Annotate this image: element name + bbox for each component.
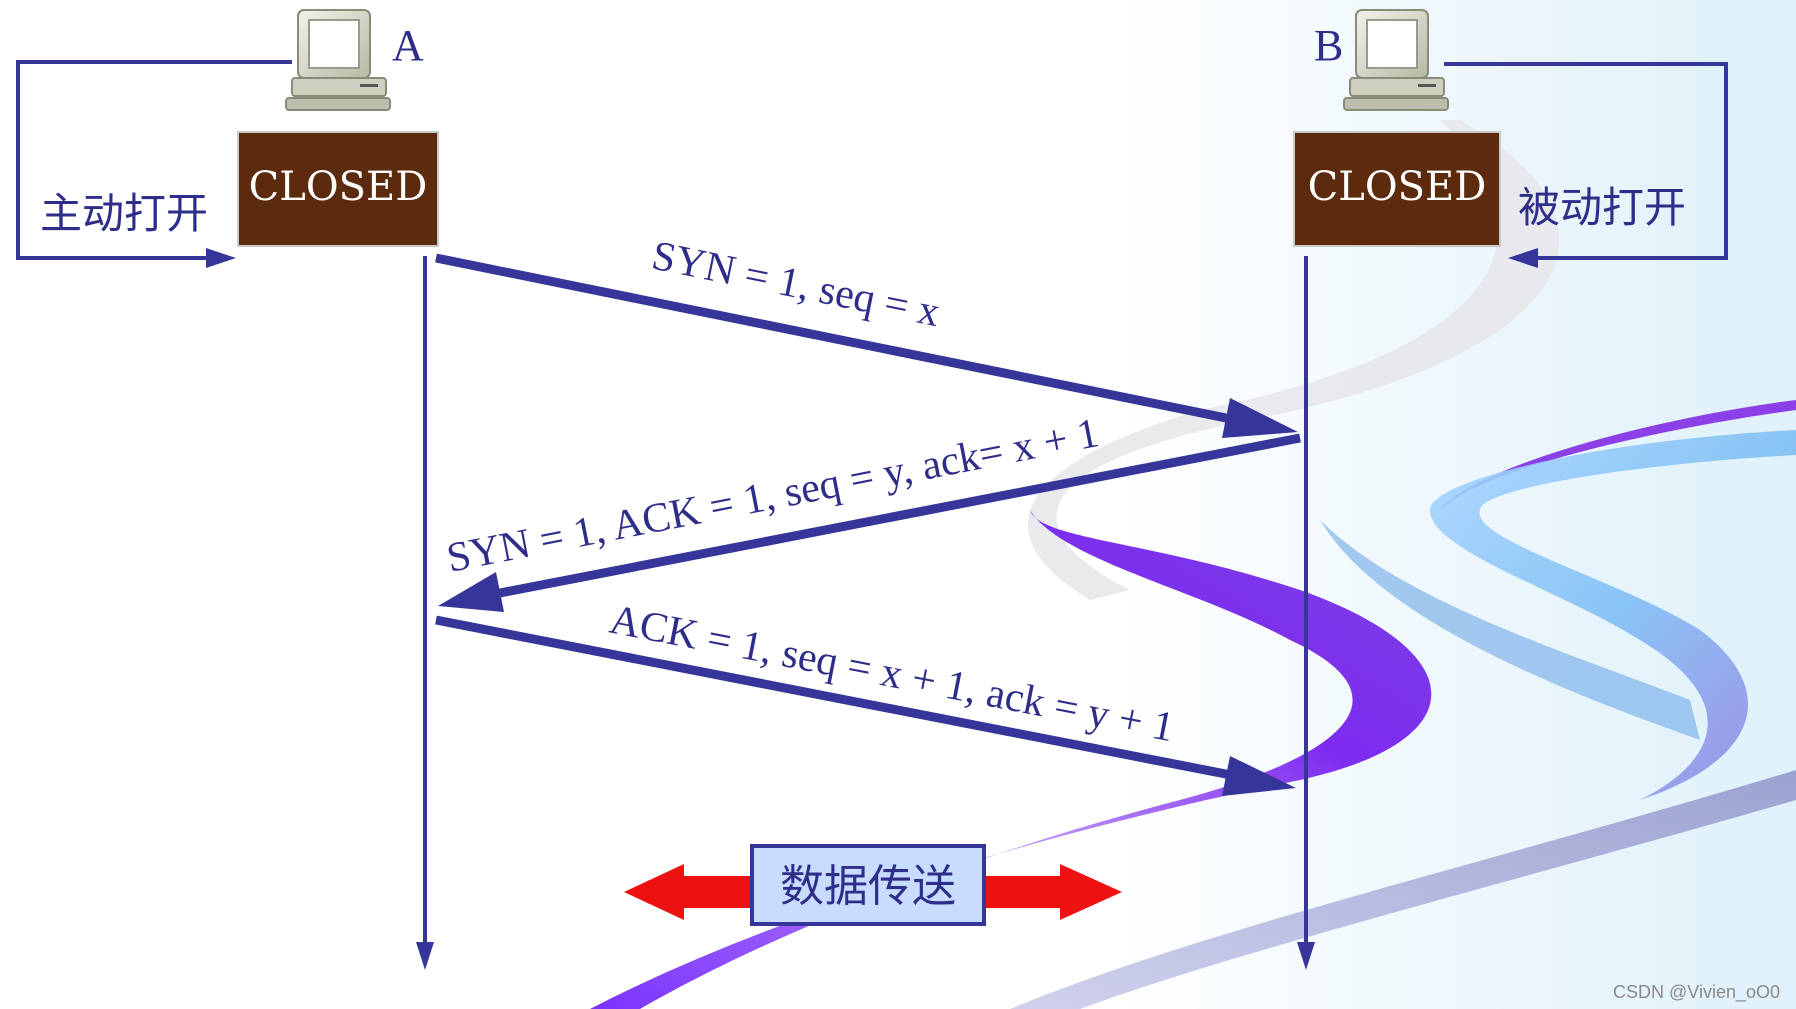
computer-icon-a bbox=[285, 9, 391, 111]
purple-ribbon-top bbox=[1440, 400, 1796, 510]
active-open-label: 主动打开 bbox=[40, 189, 208, 238]
lavender-ribbon bbox=[1010, 770, 1796, 1009]
data-transfer-box: 数据传送 bbox=[750, 844, 986, 926]
timeline-b bbox=[1297, 256, 1315, 970]
blue-ribbon bbox=[1430, 430, 1796, 800]
data-transfer-label: 数据传送 bbox=[780, 861, 956, 912]
state-box-b: CLOSED bbox=[1293, 131, 1501, 247]
passive-open-loop bbox=[1444, 62, 1728, 268]
syn-label: SYN = 1, seq = x bbox=[648, 233, 944, 336]
background-ribbons bbox=[590, 120, 1796, 1009]
ack-arrow bbox=[435, 615, 1296, 796]
syn-arrow bbox=[435, 253, 1298, 438]
blue-ribbon-lower bbox=[1320, 520, 1700, 740]
passive-open-label: 被动打开 bbox=[1518, 183, 1686, 232]
active-open-loop bbox=[16, 60, 292, 268]
state-box-a: CLOSED bbox=[237, 131, 439, 247]
host-a-label: A bbox=[392, 21, 424, 70]
watermark: CSDN @Vivien_oO0 bbox=[1613, 982, 1780, 1003]
state-a-text: CLOSED bbox=[249, 164, 428, 210]
syn-ack-arrow bbox=[438, 433, 1301, 612]
computer-icon-b bbox=[1343, 9, 1449, 111]
host-b-label: B bbox=[1314, 21, 1343, 70]
grey-ribbon bbox=[1027, 120, 1560, 600]
timeline-a bbox=[416, 256, 434, 970]
state-b-text: CLOSED bbox=[1308, 164, 1487, 210]
